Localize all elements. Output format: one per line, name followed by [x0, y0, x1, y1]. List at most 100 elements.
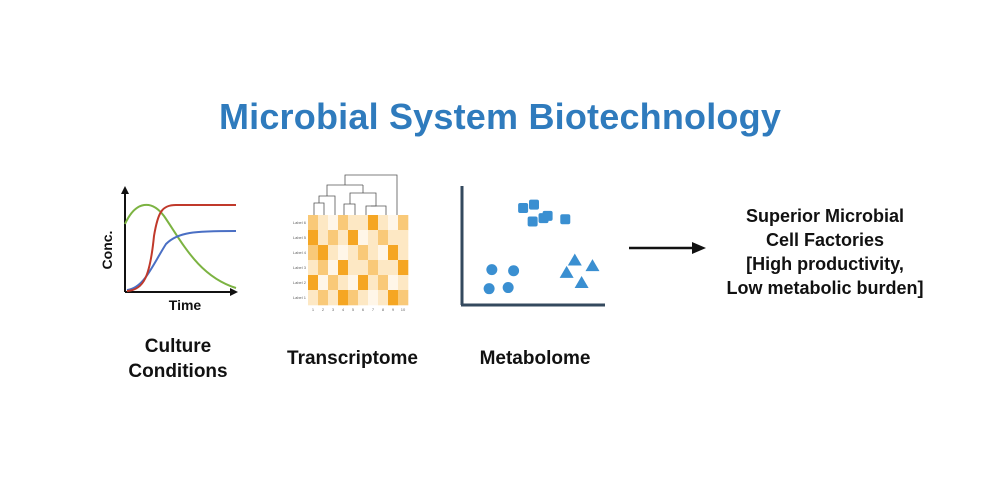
heatmap-cell: [328, 275, 339, 291]
result-line3: [High productivity,: [746, 254, 904, 274]
heatmap-col-label: 10: [401, 307, 406, 312]
heatmap-cell: [398, 260, 409, 276]
heatmap-cell: [368, 245, 379, 261]
heatmap-cell: [398, 215, 409, 231]
green-curve: [124, 204, 237, 289]
heatmap-cell: [308, 245, 319, 261]
heatmap-cell: [318, 245, 329, 261]
heatmap-cell: [308, 275, 319, 291]
dendrogram: [313, 174, 398, 215]
red-curve: [126, 204, 236, 292]
heatmap-cell: [358, 275, 369, 291]
heatmap-row-label: Label 4: [293, 250, 307, 255]
scatter-square-point: [542, 210, 553, 221]
heatmap-cell: [378, 290, 389, 306]
heatmap-cell: [358, 215, 369, 231]
heatmap-cell: [348, 215, 359, 231]
heatmap-row-label: Label 1: [293, 295, 307, 300]
heatmap-cell: [308, 230, 319, 246]
result-line4: Low metabolic burden]: [726, 278, 924, 298]
heatmap-cell: [398, 290, 409, 306]
scatter-circle-point: [502, 282, 514, 294]
scatter-triangle-point: [567, 253, 582, 266]
scatter-circle-point: [486, 264, 498, 276]
heatmap-cell: [328, 230, 339, 246]
heatmap-col-label: 1: [312, 307, 315, 312]
heatmap-cell: [368, 275, 379, 291]
scatter-square-point: [560, 214, 571, 225]
heatmap-cell: [388, 215, 399, 231]
x-axis-label: Time: [169, 297, 202, 313]
heatmap-cell: [318, 260, 329, 276]
heatmap-cell: [338, 230, 349, 246]
heatmap-cell: [328, 215, 339, 231]
culture-conditions-plot: Conc. Time: [99, 186, 238, 313]
heatmap-cell: [368, 230, 379, 246]
heatmap-cell: [368, 290, 379, 306]
result-text: Superior Microbial Cell Factories [High …: [705, 204, 945, 300]
heatmap-row-label: Label 3: [293, 265, 307, 270]
scatter-square-point: [529, 199, 539, 210]
y-axis-arrowhead: [121, 186, 129, 194]
heatmap-cell: [378, 215, 389, 231]
heatmap-row-labels: Label 6 Label 5 Label 4 Label 3 Label 2 Label…: [293, 220, 307, 300]
heatmap-cell: [348, 290, 359, 306]
heatmap-cell: [348, 230, 359, 246]
result-arrow: [629, 242, 706, 254]
heatmap-cell: [308, 290, 319, 306]
scatter-triangle-point: [559, 265, 574, 278]
transcriptome-heatmap: Label 6 Label 5 Label 4 Label 3 Label 2 Label…: [293, 174, 409, 312]
heatmap-cell: [338, 275, 349, 291]
heatmap-cell: [388, 290, 399, 306]
heatmap-cell: [358, 245, 369, 261]
heatmap-row-label: Label 5: [293, 235, 307, 240]
heatmap-cell: [368, 215, 379, 231]
heatmap-cell: [348, 275, 359, 291]
heatmap-cell: [308, 260, 319, 276]
heatmap-row-label: Label 2: [293, 280, 307, 285]
heatmap-col-label: 3: [332, 307, 335, 312]
heatmap-col-label: 2: [322, 307, 325, 312]
scatter-circle-point: [508, 265, 520, 277]
heatmap-cell: [318, 290, 329, 306]
heatmap-col-label: 9: [392, 307, 395, 312]
heatmap-cell: [348, 260, 359, 276]
arrow-head: [692, 242, 706, 254]
scatter-points: [483, 199, 600, 295]
x-axis-arrowhead: [230, 288, 238, 296]
caption-transcriptome: Transcriptome: [287, 348, 418, 369]
heatmap-cell: [318, 275, 329, 291]
result-line1: Superior Microbial: [745, 206, 905, 226]
heatmap-cell: [328, 290, 339, 306]
heatmap-grid: [308, 215, 409, 306]
scatter-triangle-point: [585, 259, 600, 272]
heatmap-cell: [348, 245, 359, 261]
metabolome-scatter-plot: [460, 186, 605, 307]
heatmap-cell: [388, 230, 399, 246]
heatmap-col-label: 5: [352, 307, 355, 312]
heatmap-cell: [368, 260, 379, 276]
heatmap-cell: [328, 260, 339, 276]
caption-culture-line2: Conditions: [128, 361, 228, 382]
heatmap-cell: [338, 215, 349, 231]
result-line2: Cell Factories: [765, 230, 885, 250]
heatmap-cell: [378, 230, 389, 246]
heatmap-cell: [398, 275, 409, 291]
heatmap-row-label: Label 6: [293, 220, 307, 225]
heatmap-col-label: 8: [382, 307, 385, 312]
heatmap-cell: [338, 260, 349, 276]
caption-culture-conditions: Culture Conditions: [98, 334, 258, 384]
heatmap-cell: [358, 230, 369, 246]
heatmap-col-label: 6: [362, 307, 365, 312]
scatter-triangle-point: [574, 275, 589, 288]
heatmap-cell: [358, 290, 369, 306]
blue-curve: [126, 230, 237, 291]
scatter-square-point: [518, 203, 529, 214]
scatter-circle-point: [483, 283, 495, 295]
y-axis-label: Conc.: [99, 231, 115, 270]
heatmap-cell: [318, 230, 329, 246]
heatmap-cell: [318, 215, 329, 231]
heatmap-col-label: 4: [342, 307, 345, 312]
caption-culture-line1: Culture: [144, 336, 212, 357]
